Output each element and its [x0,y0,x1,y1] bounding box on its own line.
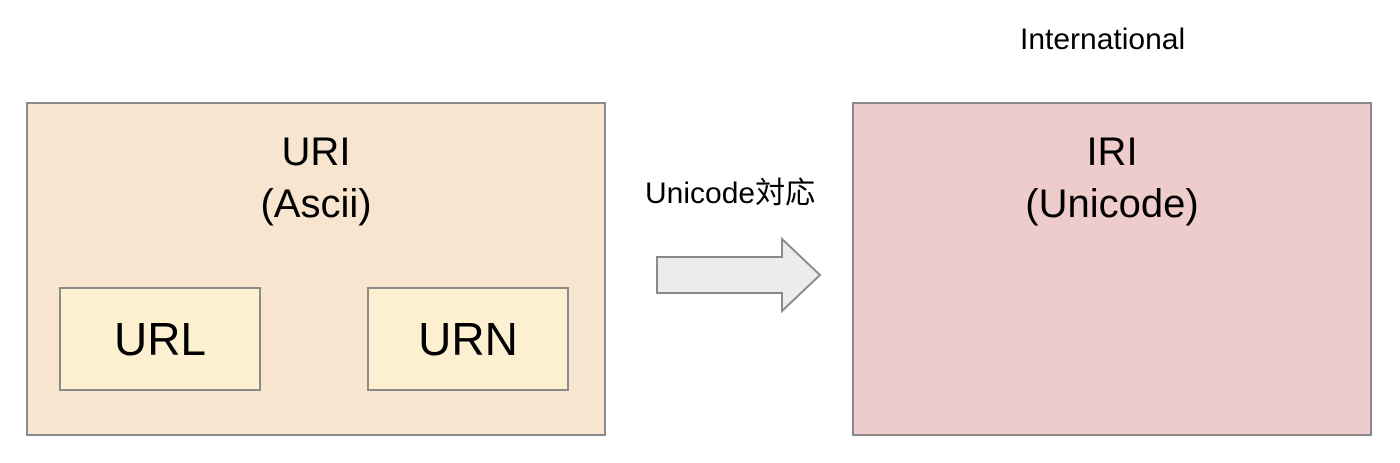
iri-title: IRI [1086,130,1138,174]
uri-box: URI (Ascii) URL URN [26,102,606,436]
uri-title-group: URI (Ascii) [28,126,604,230]
right-arrow-icon [656,236,822,314]
unicode-support-label: Unicode対応 [645,177,816,210]
uri-subtitle: (Ascii) [260,182,372,226]
iri-subtitle: (Unicode) [1025,182,1199,226]
iri-box: IRI (Unicode) [852,102,1372,436]
uri-title: URI [281,130,351,174]
urn-box: URN [367,287,569,391]
url-box: URL [59,287,261,391]
iri-title-group: IRI (Unicode) [854,126,1370,230]
international-label: International [1020,23,1186,56]
